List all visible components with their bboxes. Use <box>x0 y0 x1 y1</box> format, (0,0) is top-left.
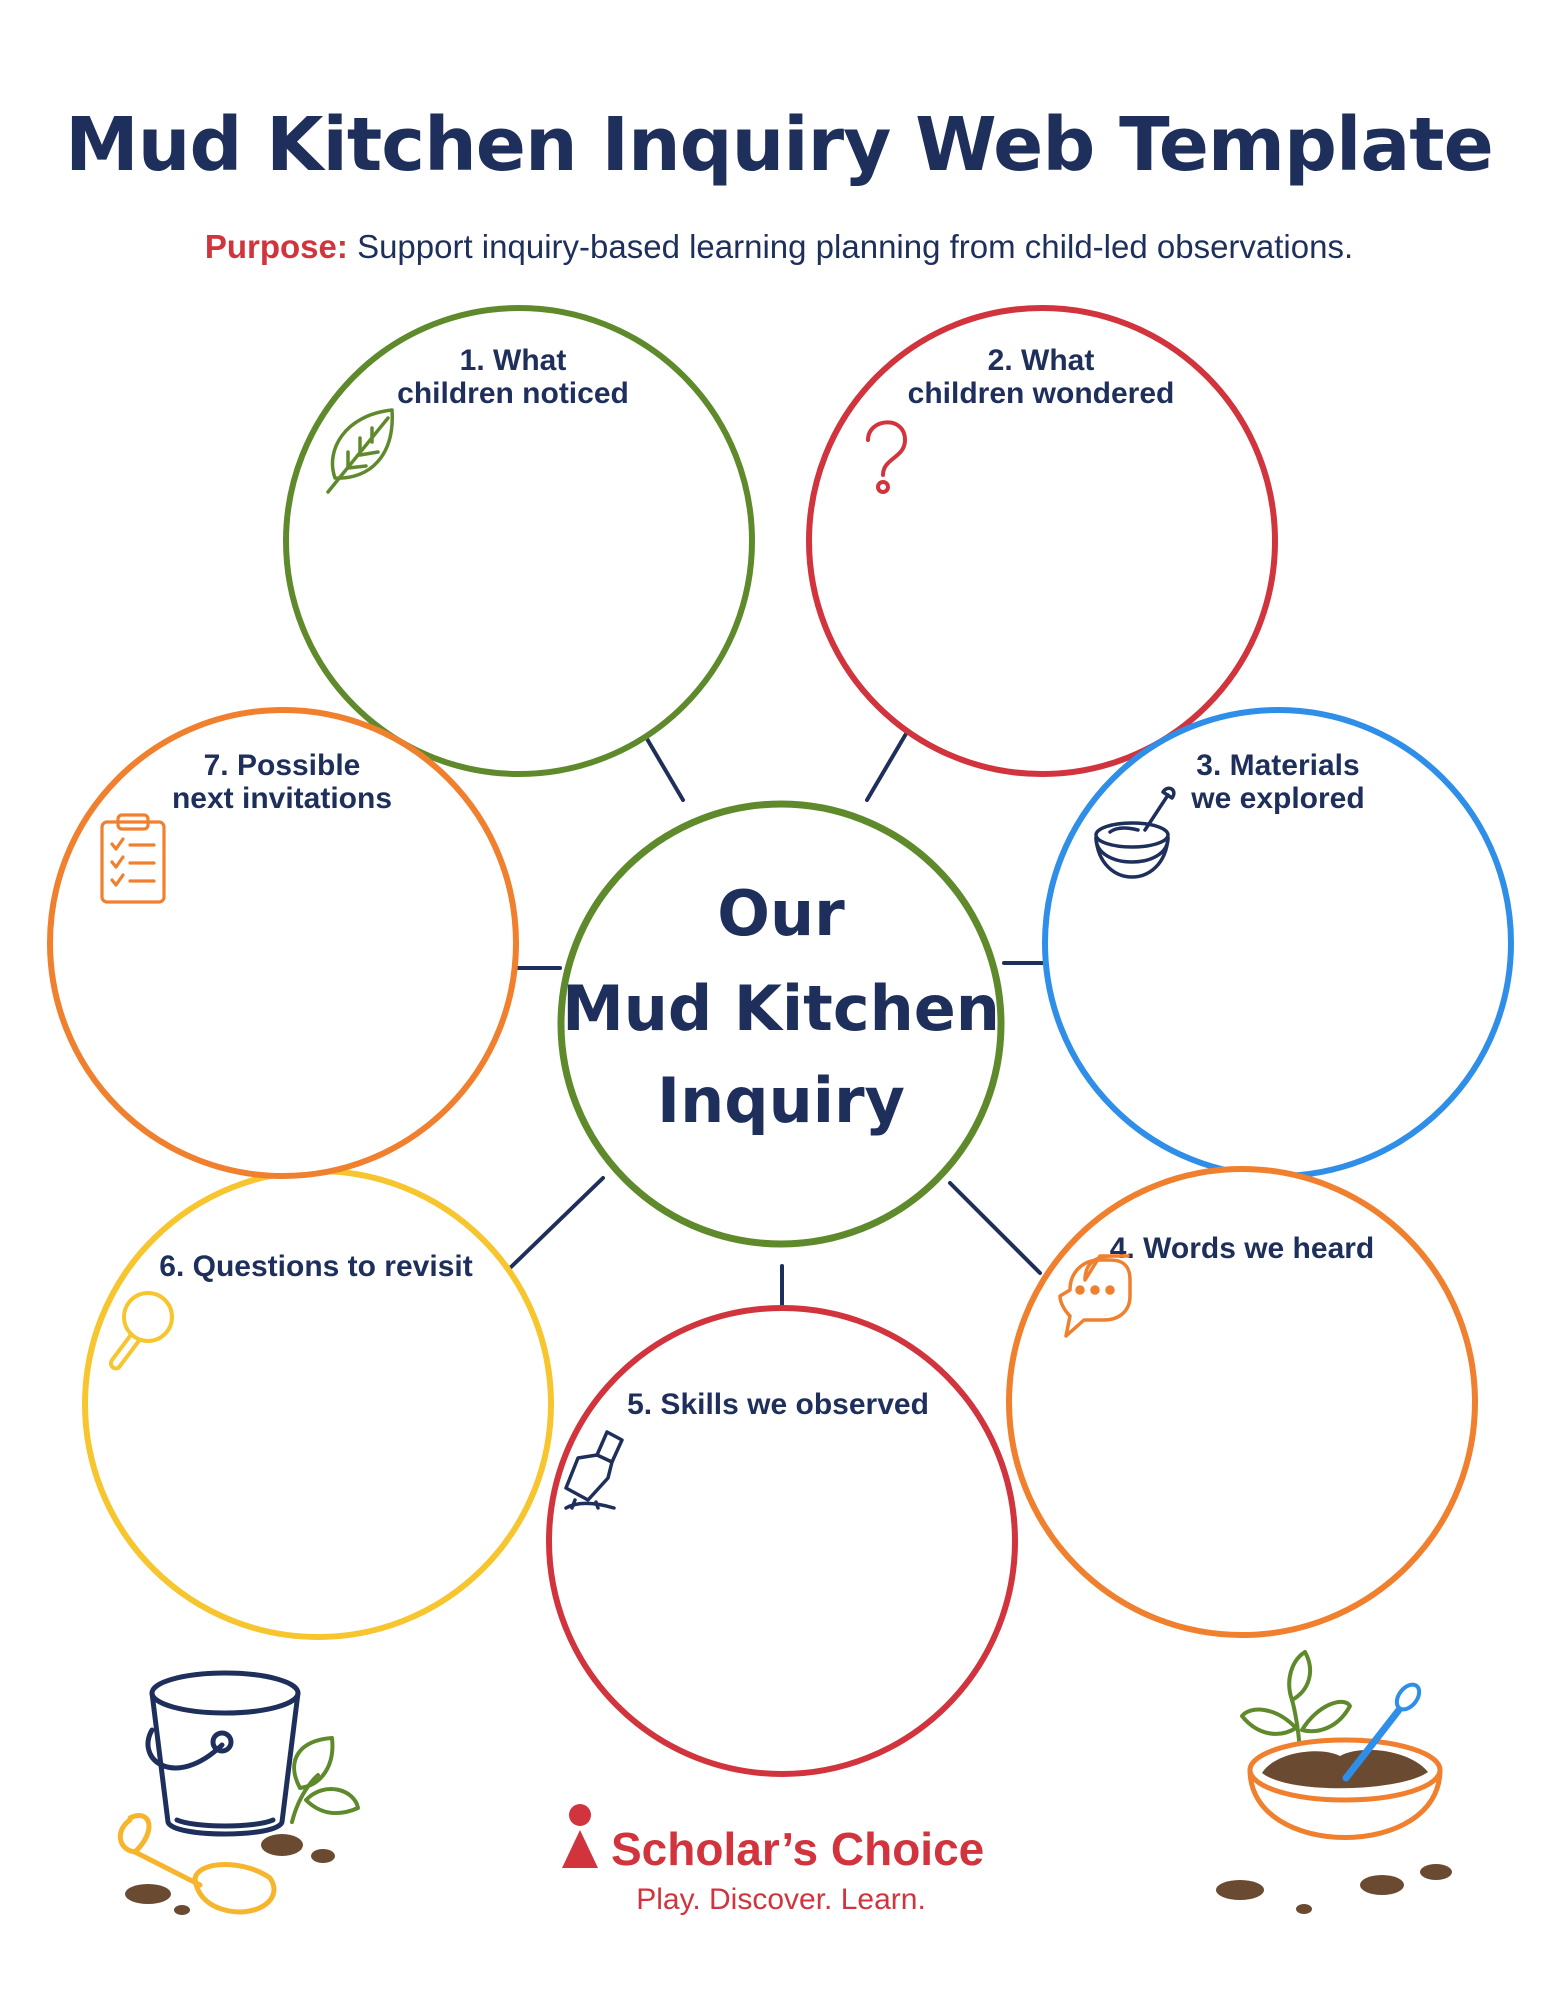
node-7-label-line-2: next invitations <box>172 782 392 815</box>
node-4-label: 4. Words we heard <box>1110 1232 1375 1265</box>
bucket-icon <box>145 1670 301 1837</box>
node-circle-1 <box>283 305 755 777</box>
node-circle-7 <box>47 707 519 1179</box>
magnifying-glass-icon <box>109 1291 174 1371</box>
node-circle-5 <box>546 1305 1018 1777</box>
mud-splats-left <box>125 1834 335 1915</box>
center-circle <box>557 800 1005 1248</box>
center-label-line-3: Inquiry <box>657 1064 905 1137</box>
brand-logo-body <box>562 1830 598 1868</box>
node-circle-4 <box>1006 1166 1478 1638</box>
sprout-icon <box>290 1736 360 1824</box>
node-3-label-line-2: we explored <box>1190 782 1364 815</box>
connector-line-1 <box>638 725 685 802</box>
brand-name: Scholar’s Choice <box>611 1823 984 1875</box>
speech-bubble-icon <box>1058 1254 1132 1338</box>
brand-tagline: Play. Discover. Learn. <box>636 1883 926 1916</box>
brand-logo-head <box>569 1804 591 1826</box>
node-2-label-line-1: 2. What <box>988 344 1095 377</box>
leaf-icon <box>326 408 394 494</box>
node-3-label-line-1: 3. Materials <box>1196 749 1359 782</box>
node-1-label-line-2: children noticed <box>397 377 629 410</box>
node-6-label: 6. Questions to revisit <box>159 1250 472 1283</box>
node-1-label-line-1: 1. What <box>460 344 567 377</box>
clipboard-icon <box>100 813 166 904</box>
brand-logo: Scholar’s Choice Play. Discover. Learn. <box>562 1804 984 1916</box>
bowl-icon <box>1094 786 1176 879</box>
node-circle-2 <box>806 305 1278 777</box>
connector-line-2 <box>865 725 912 802</box>
connector-line-6 <box>508 1176 605 1270</box>
page-title: Mud Kitchen Inquiry Web Template <box>65 102 1494 188</box>
node-5-label: 5. Skills we observed <box>627 1388 929 1421</box>
mud-bowl-icon <box>1216 1650 1452 1914</box>
question-mark-icon <box>866 420 908 494</box>
center-label-line-2: Mud Kitchen <box>562 972 1000 1045</box>
purpose-label: Purpose: <box>204 228 348 265</box>
purpose-text: Support inquiry-based learning planning … <box>357 228 1354 265</box>
node-circle-6 <box>82 1168 554 1640</box>
connector-line-4 <box>948 1181 1042 1275</box>
trowel-icon <box>564 1430 624 1510</box>
node-7-label-line-1: 7. Possible <box>204 749 361 782</box>
center-label-line-1: Our <box>717 877 845 950</box>
node-2-label-line-2: children wondered <box>908 377 1175 410</box>
purpose-line: Purpose: Support inquiry-based learning … <box>0 228 1558 266</box>
spoon-icon <box>118 1813 277 1915</box>
